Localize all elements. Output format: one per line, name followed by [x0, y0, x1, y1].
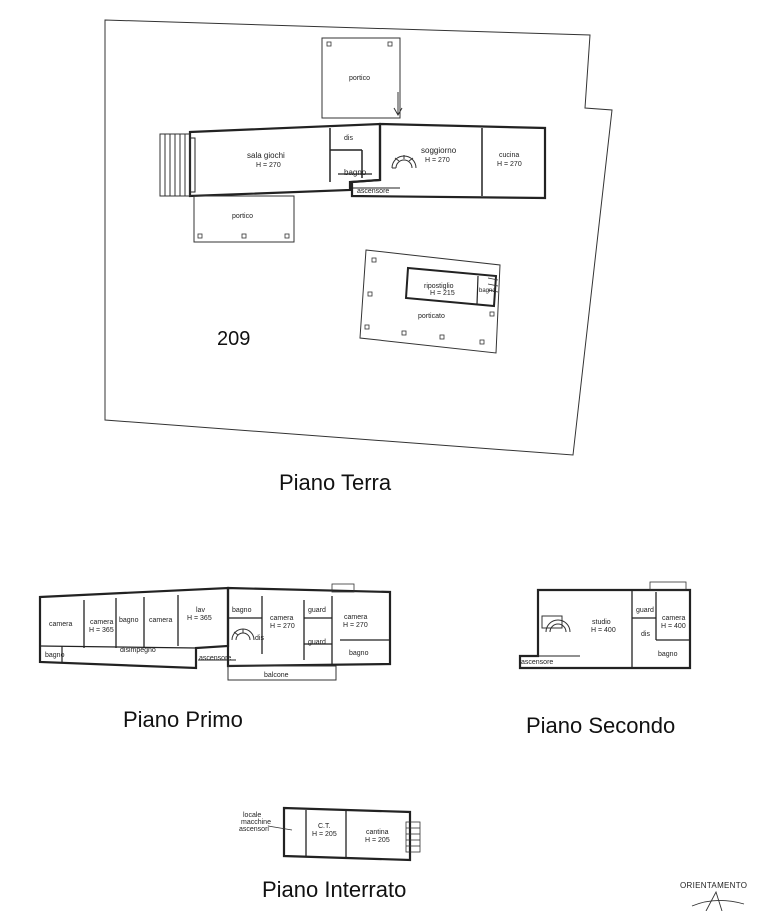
- portico-left-label: portico: [232, 213, 253, 220]
- primo-camera4: camera: [270, 615, 293, 622]
- soggiorno-height: H = 270: [425, 157, 450, 164]
- annex-porticato: [359, 249, 501, 354]
- title-piano-interrato: Piano Interrato: [262, 877, 407, 902]
- bagno-annex-label: bagno: [479, 288, 496, 294]
- soggiorno-label: soggiorno: [421, 146, 457, 155]
- primo-bagno-right: bagno: [349, 650, 369, 657]
- primo-balcone: [227, 665, 337, 681]
- compass-icon: [691, 890, 745, 911]
- secondo-dis: dis: [641, 631, 650, 638]
- primo-bagno-mid: bagno: [232, 607, 252, 614]
- title-piano-secondo: Piano Secondo: [526, 713, 676, 738]
- primo-guard2: guard: [308, 639, 326, 646]
- secondo-bagno: bagno: [658, 651, 678, 658]
- annex-building: [404, 266, 498, 308]
- ascensore-label-terra: ascensore: [357, 188, 389, 195]
- orientation-label: ORIENTAMENTO: [680, 881, 748, 890]
- secondo-studio: studio: [592, 619, 611, 626]
- portico-left: [193, 195, 295, 243]
- spiral-stair-primo: [231, 628, 255, 641]
- secondo-studio-h: H = 400: [591, 627, 616, 634]
- interrato-ct-h: H = 205: [312, 831, 337, 838]
- property-boundary: [104, 19, 613, 456]
- interrato-cantina: cantina: [366, 829, 389, 836]
- pergola-stairs: [159, 133, 191, 197]
- cucina-height: H = 270: [497, 161, 522, 168]
- secondo-guard: guard: [636, 607, 654, 614]
- interrato-ct: C.T.: [318, 823, 331, 830]
- interrato-cantina-h: H = 205: [365, 837, 390, 844]
- primo-bagno-left: bagno: [45, 652, 65, 659]
- interrato-locale-2: macchine: [241, 819, 271, 826]
- secondo-camera-h: H = 400: [661, 623, 686, 630]
- ripostiglio-label: ripostiglio: [424, 283, 454, 290]
- primo-disimpegno: disimpegno: [120, 647, 156, 654]
- sala-giochi-label: sala giochi: [247, 151, 285, 160]
- porticato-label: porticato: [418, 313, 445, 320]
- primo-dis: dis: [255, 635, 264, 642]
- primo-camera5: camera: [344, 614, 367, 621]
- primo-ascensore: ascensore: [199, 655, 231, 662]
- primo-lav-h: H = 365: [187, 615, 212, 622]
- dis-label-terra: dis: [344, 135, 353, 142]
- secondo-camera: camera: [662, 615, 685, 622]
- primo-bagno1: bagno: [119, 617, 139, 624]
- portico-top: [321, 37, 401, 119]
- primo-camera3: camera: [149, 617, 172, 624]
- primo-lav: lav: [196, 607, 205, 614]
- secondo-ascensore: ascensore: [521, 659, 553, 666]
- primo-guard1: guard: [308, 607, 326, 614]
- sala-giochi-height: H = 270: [256, 162, 281, 169]
- primo-camera1: camera: [49, 621, 72, 628]
- interrato-locale-3: ascensori: [239, 826, 269, 833]
- interrato-locale-1: locale: [243, 812, 261, 819]
- title-piano-terra: Piano Terra: [279, 470, 392, 495]
- east-wing: [350, 122, 547, 200]
- primo-camera2-h: H = 365: [89, 627, 114, 634]
- bagno-label-terra: bagno: [344, 168, 367, 177]
- spiral-stair-terra: [391, 155, 417, 169]
- interrato-building: [282, 806, 412, 862]
- primo-east-wing: [226, 586, 392, 668]
- portico-top-label: portico: [349, 75, 370, 82]
- ripostiglio-height: H = 215: [430, 290, 455, 297]
- primo-camera4-h: H = 270: [270, 623, 295, 630]
- title-piano-primo: Piano Primo: [123, 707, 243, 732]
- spiral-stair-secondo: [541, 615, 571, 633]
- primo-balcone-label: balcone: [264, 672, 289, 679]
- primo-camera2: camera: [90, 619, 113, 626]
- parcel-number: 209: [217, 328, 251, 350]
- primo-camera5-h: H = 270: [343, 622, 368, 629]
- cucina-label: cucina: [499, 152, 519, 159]
